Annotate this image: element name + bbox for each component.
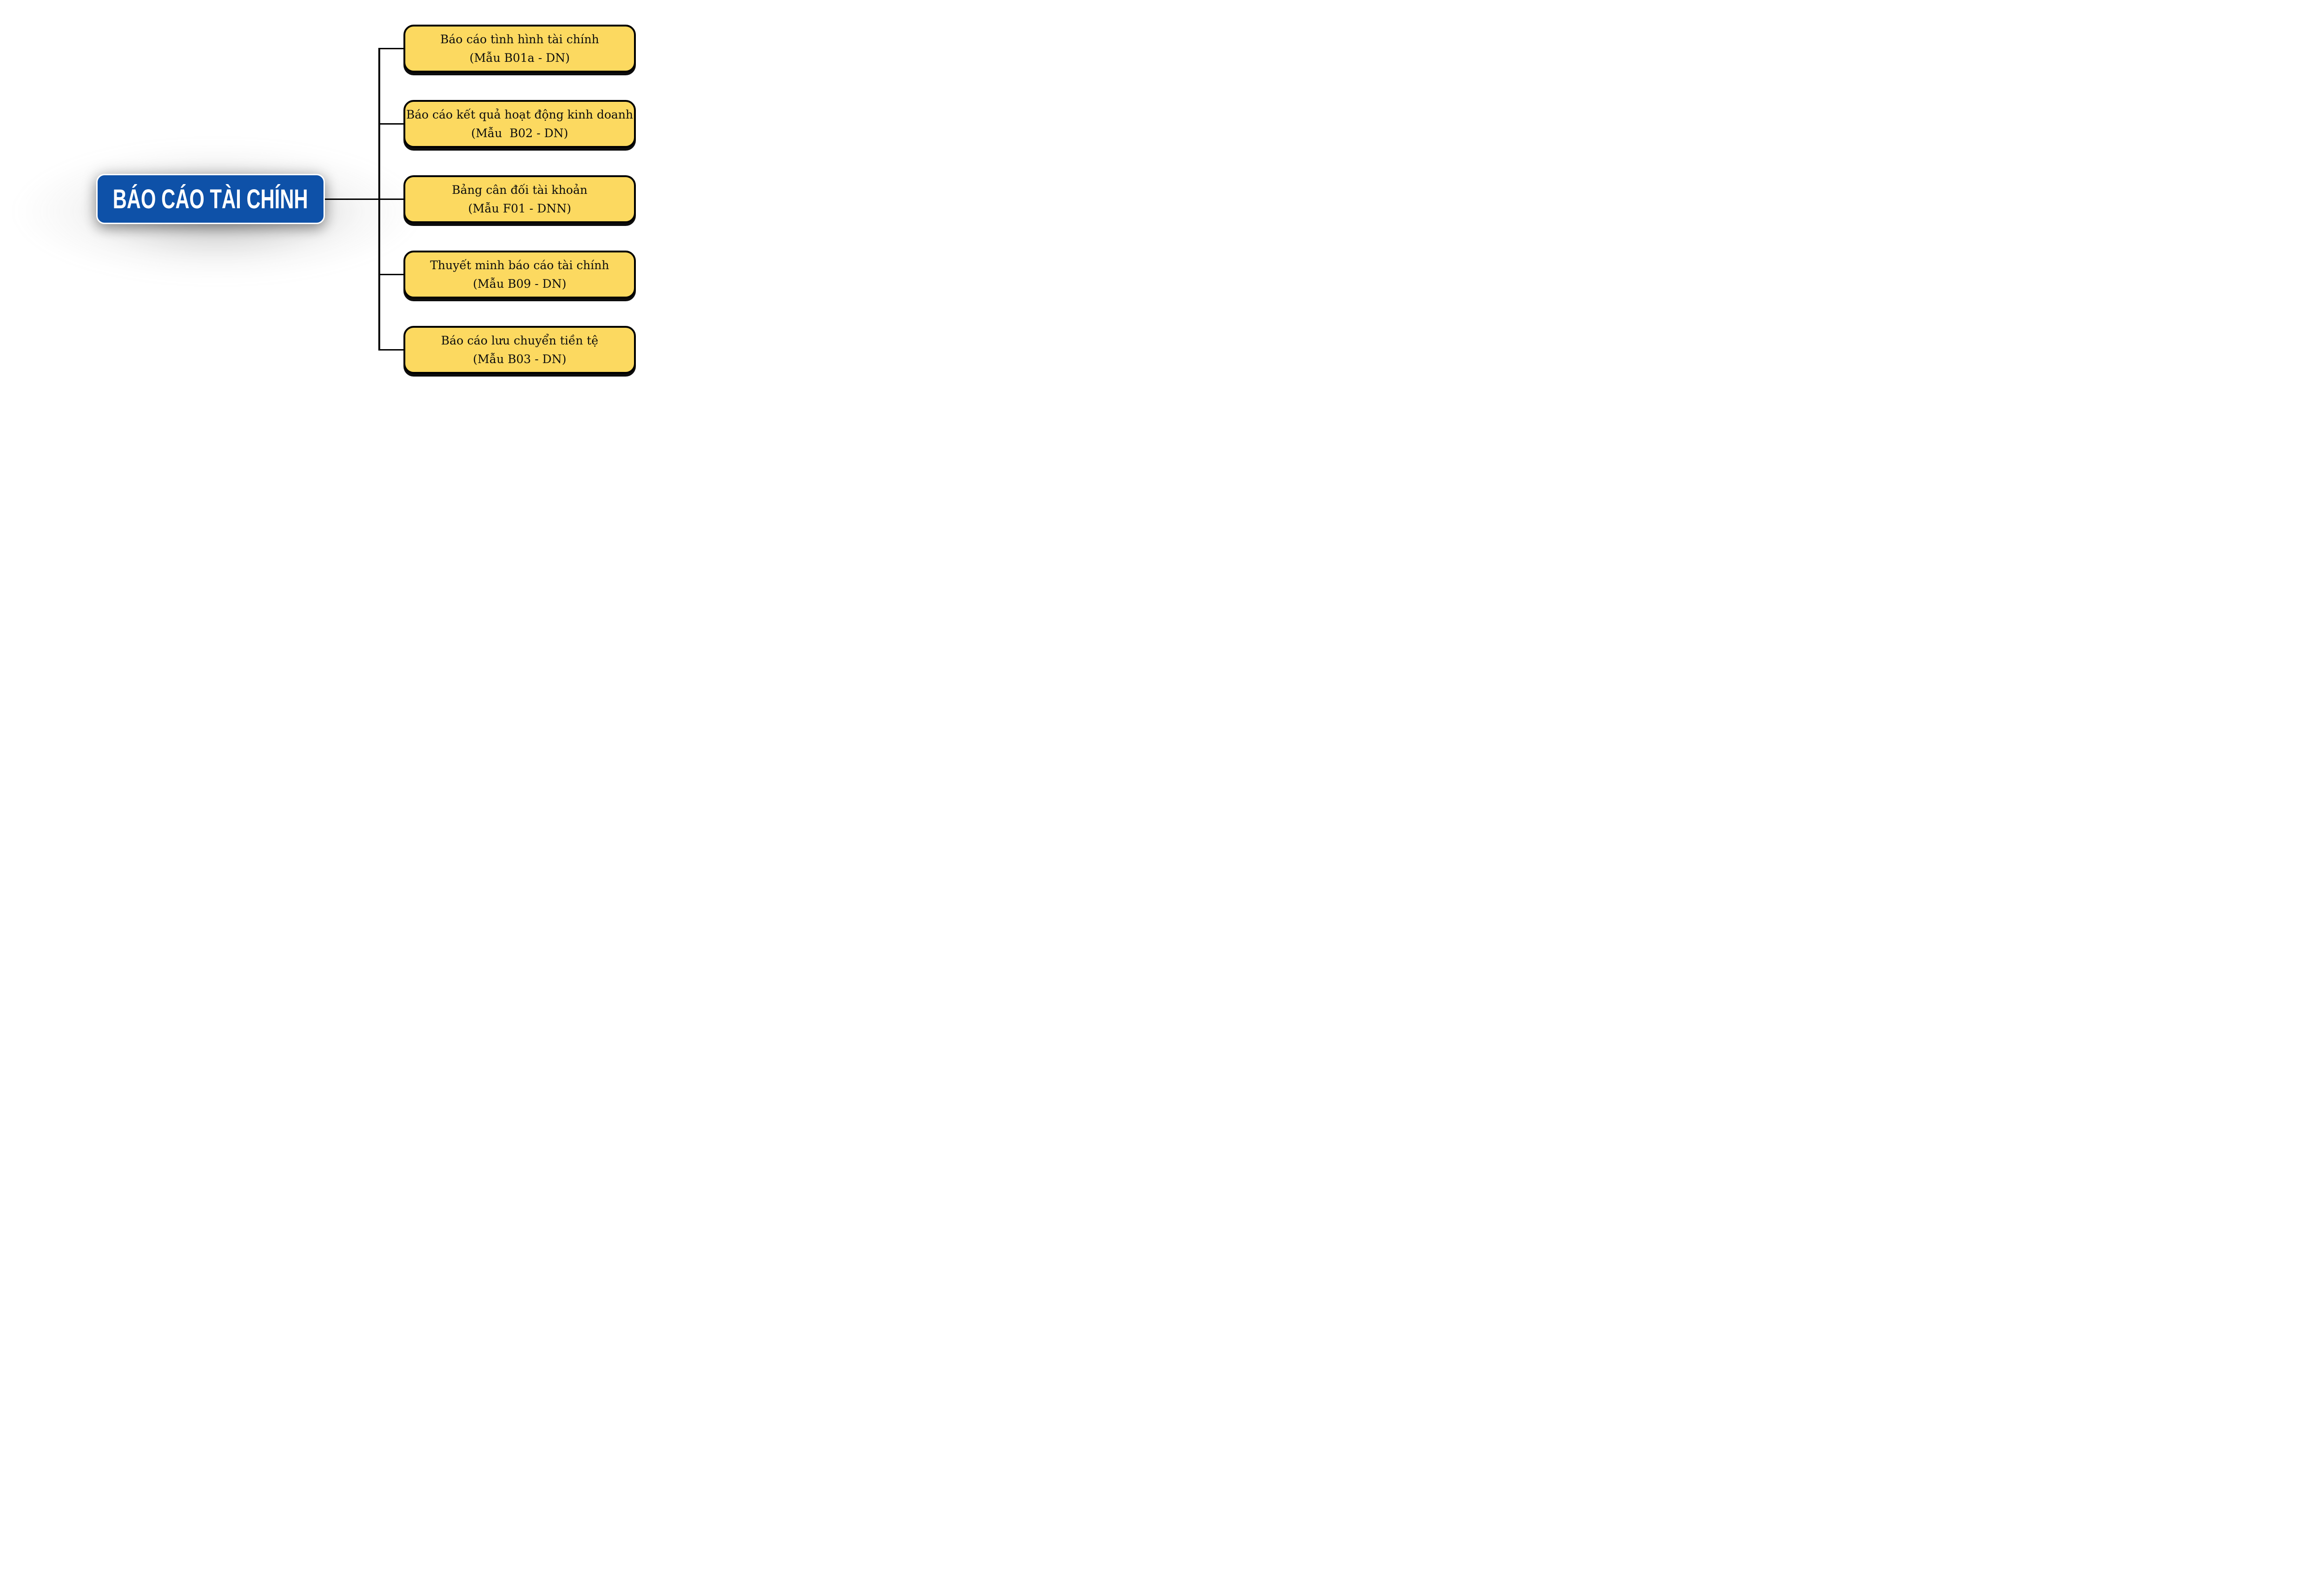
leaf-node-bao-cao-ket-qua-hoat-dong-kinh-doanh: Báo cáo kết quả hoạt động kinh doanh (Mẫ…: [403, 100, 636, 148]
connector-branch-4: [379, 274, 405, 275]
leaf-subtitle: (Mẫu F01 - DNN): [468, 201, 571, 215]
connector-branch-2: [379, 123, 405, 125]
leaf-subtitle: (Mẫu B09 - DN): [473, 277, 567, 291]
leaf-node-thuyet-minh-bao-cao-tai-chinh: Thuyết minh báo cáo tài chính (Mẫu B09 -…: [403, 251, 636, 298]
root-node-label: BÁO CÁO TÀI CHÍNH: [113, 184, 308, 214]
connector-branch-5: [379, 349, 405, 351]
org-chart-canvas: BÁO CÁO TÀI CHÍNH Báo cáo tình hình tài …: [0, 0, 697, 392]
leaf-title: Báo cáo tình hình tài chính: [440, 33, 599, 46]
root-node-bao-cao-tai-chinh: BÁO CÁO TÀI CHÍNH: [96, 174, 325, 224]
leaf-node-bao-cao-luu-chuyen-tien-te: Báo cáo lưu chuyển tiền tệ (Mẫu B03 - DN…: [403, 326, 636, 374]
leaf-title: Thuyết minh báo cáo tài chính: [430, 258, 609, 272]
leaf-node-bao-cao-tinh-hinh-tai-chinh: Báo cáo tình hình tài chính (Mẫu B01a - …: [403, 25, 636, 73]
leaf-subtitle: (Mẫu B02 - DN): [471, 126, 568, 140]
connector-branch-1: [379, 48, 405, 49]
connector-branch-3: [379, 198, 405, 200]
connector-trunk: [378, 48, 380, 351]
leaf-subtitle: (Mẫu B01a - DN): [469, 51, 570, 65]
leaf-title: Báo cáo kết quả hoạt động kinh doanh: [406, 108, 634, 121]
leaf-subtitle: (Mẫu B03 - DN): [473, 352, 567, 366]
leaf-title: Báo cáo lưu chuyển tiền tệ: [441, 334, 599, 347]
leaf-title: Bảng cân đối tài khoản: [452, 183, 588, 197]
connector-root-to-trunk: [324, 198, 379, 200]
leaf-node-bang-can-doi-tai-khoan: Bảng cân đối tài khoản (Mẫu F01 - DNN): [403, 175, 636, 223]
